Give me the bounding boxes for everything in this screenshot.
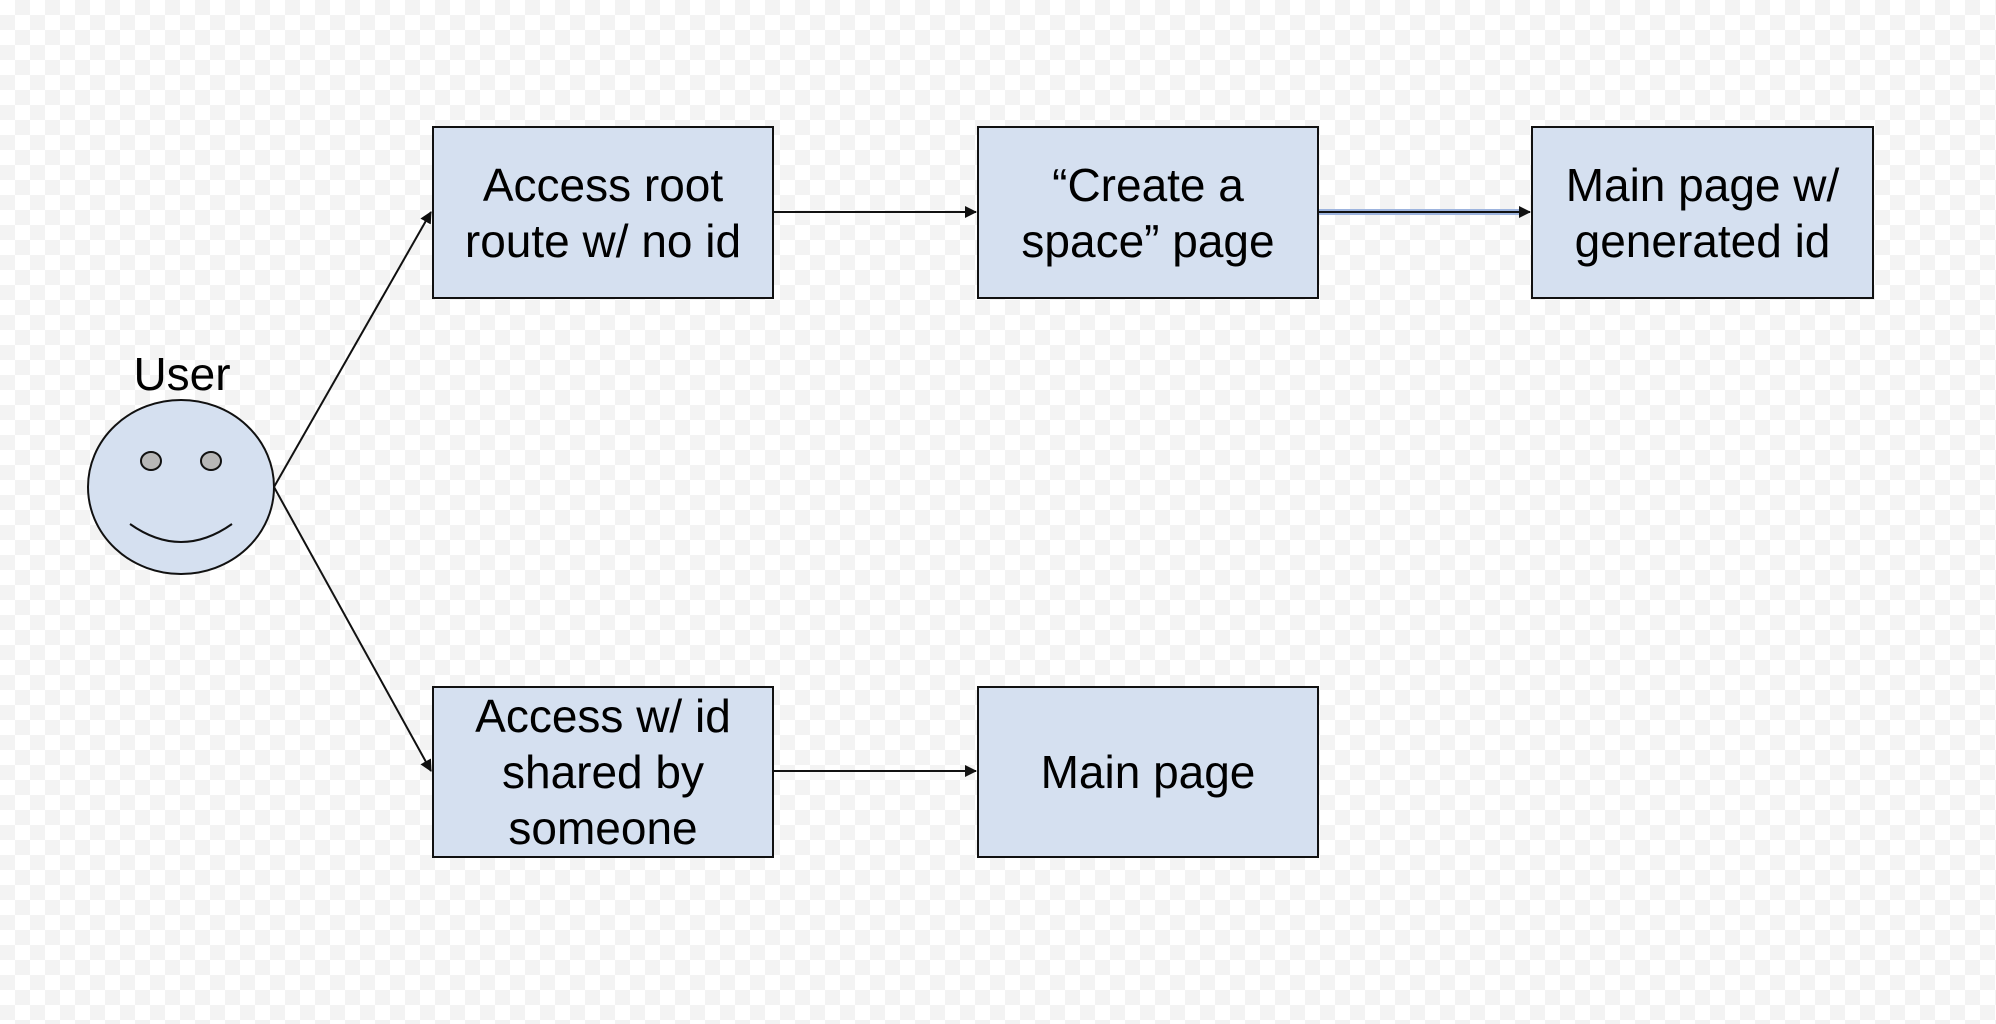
user-left-eye	[140, 451, 162, 471]
node-main-page: Main page	[977, 686, 1319, 858]
node-access-shared-id-label: Access w/ id shared by someone	[475, 690, 731, 854]
node-access-root-route-label: Access root route w/ no id	[464, 158, 742, 267]
user-actor-icon	[87, 399, 275, 575]
node-main-page-generated-id-label: Main page w/ generated id	[1565, 158, 1840, 267]
node-create-space-page-label: “Create a space” page	[1021, 158, 1275, 267]
user-actor-label: User	[133, 348, 231, 400]
user-face-shape	[87, 399, 275, 575]
node-create-space-page: “Create a space” page	[977, 126, 1319, 299]
user-right-eye	[200, 451, 222, 471]
node-access-root-route: Access root route w/ no id	[432, 126, 774, 299]
node-access-shared-id: Access w/ id shared by someone	[432, 686, 774, 858]
node-main-page-generated-id: Main page w/ generated id	[1531, 126, 1874, 299]
edge-user-to-shared	[273, 486, 432, 772]
user-smile	[129, 523, 233, 543]
node-main-page-label: Main page	[1040, 746, 1256, 798]
edge-user-to-root	[273, 211, 432, 488]
